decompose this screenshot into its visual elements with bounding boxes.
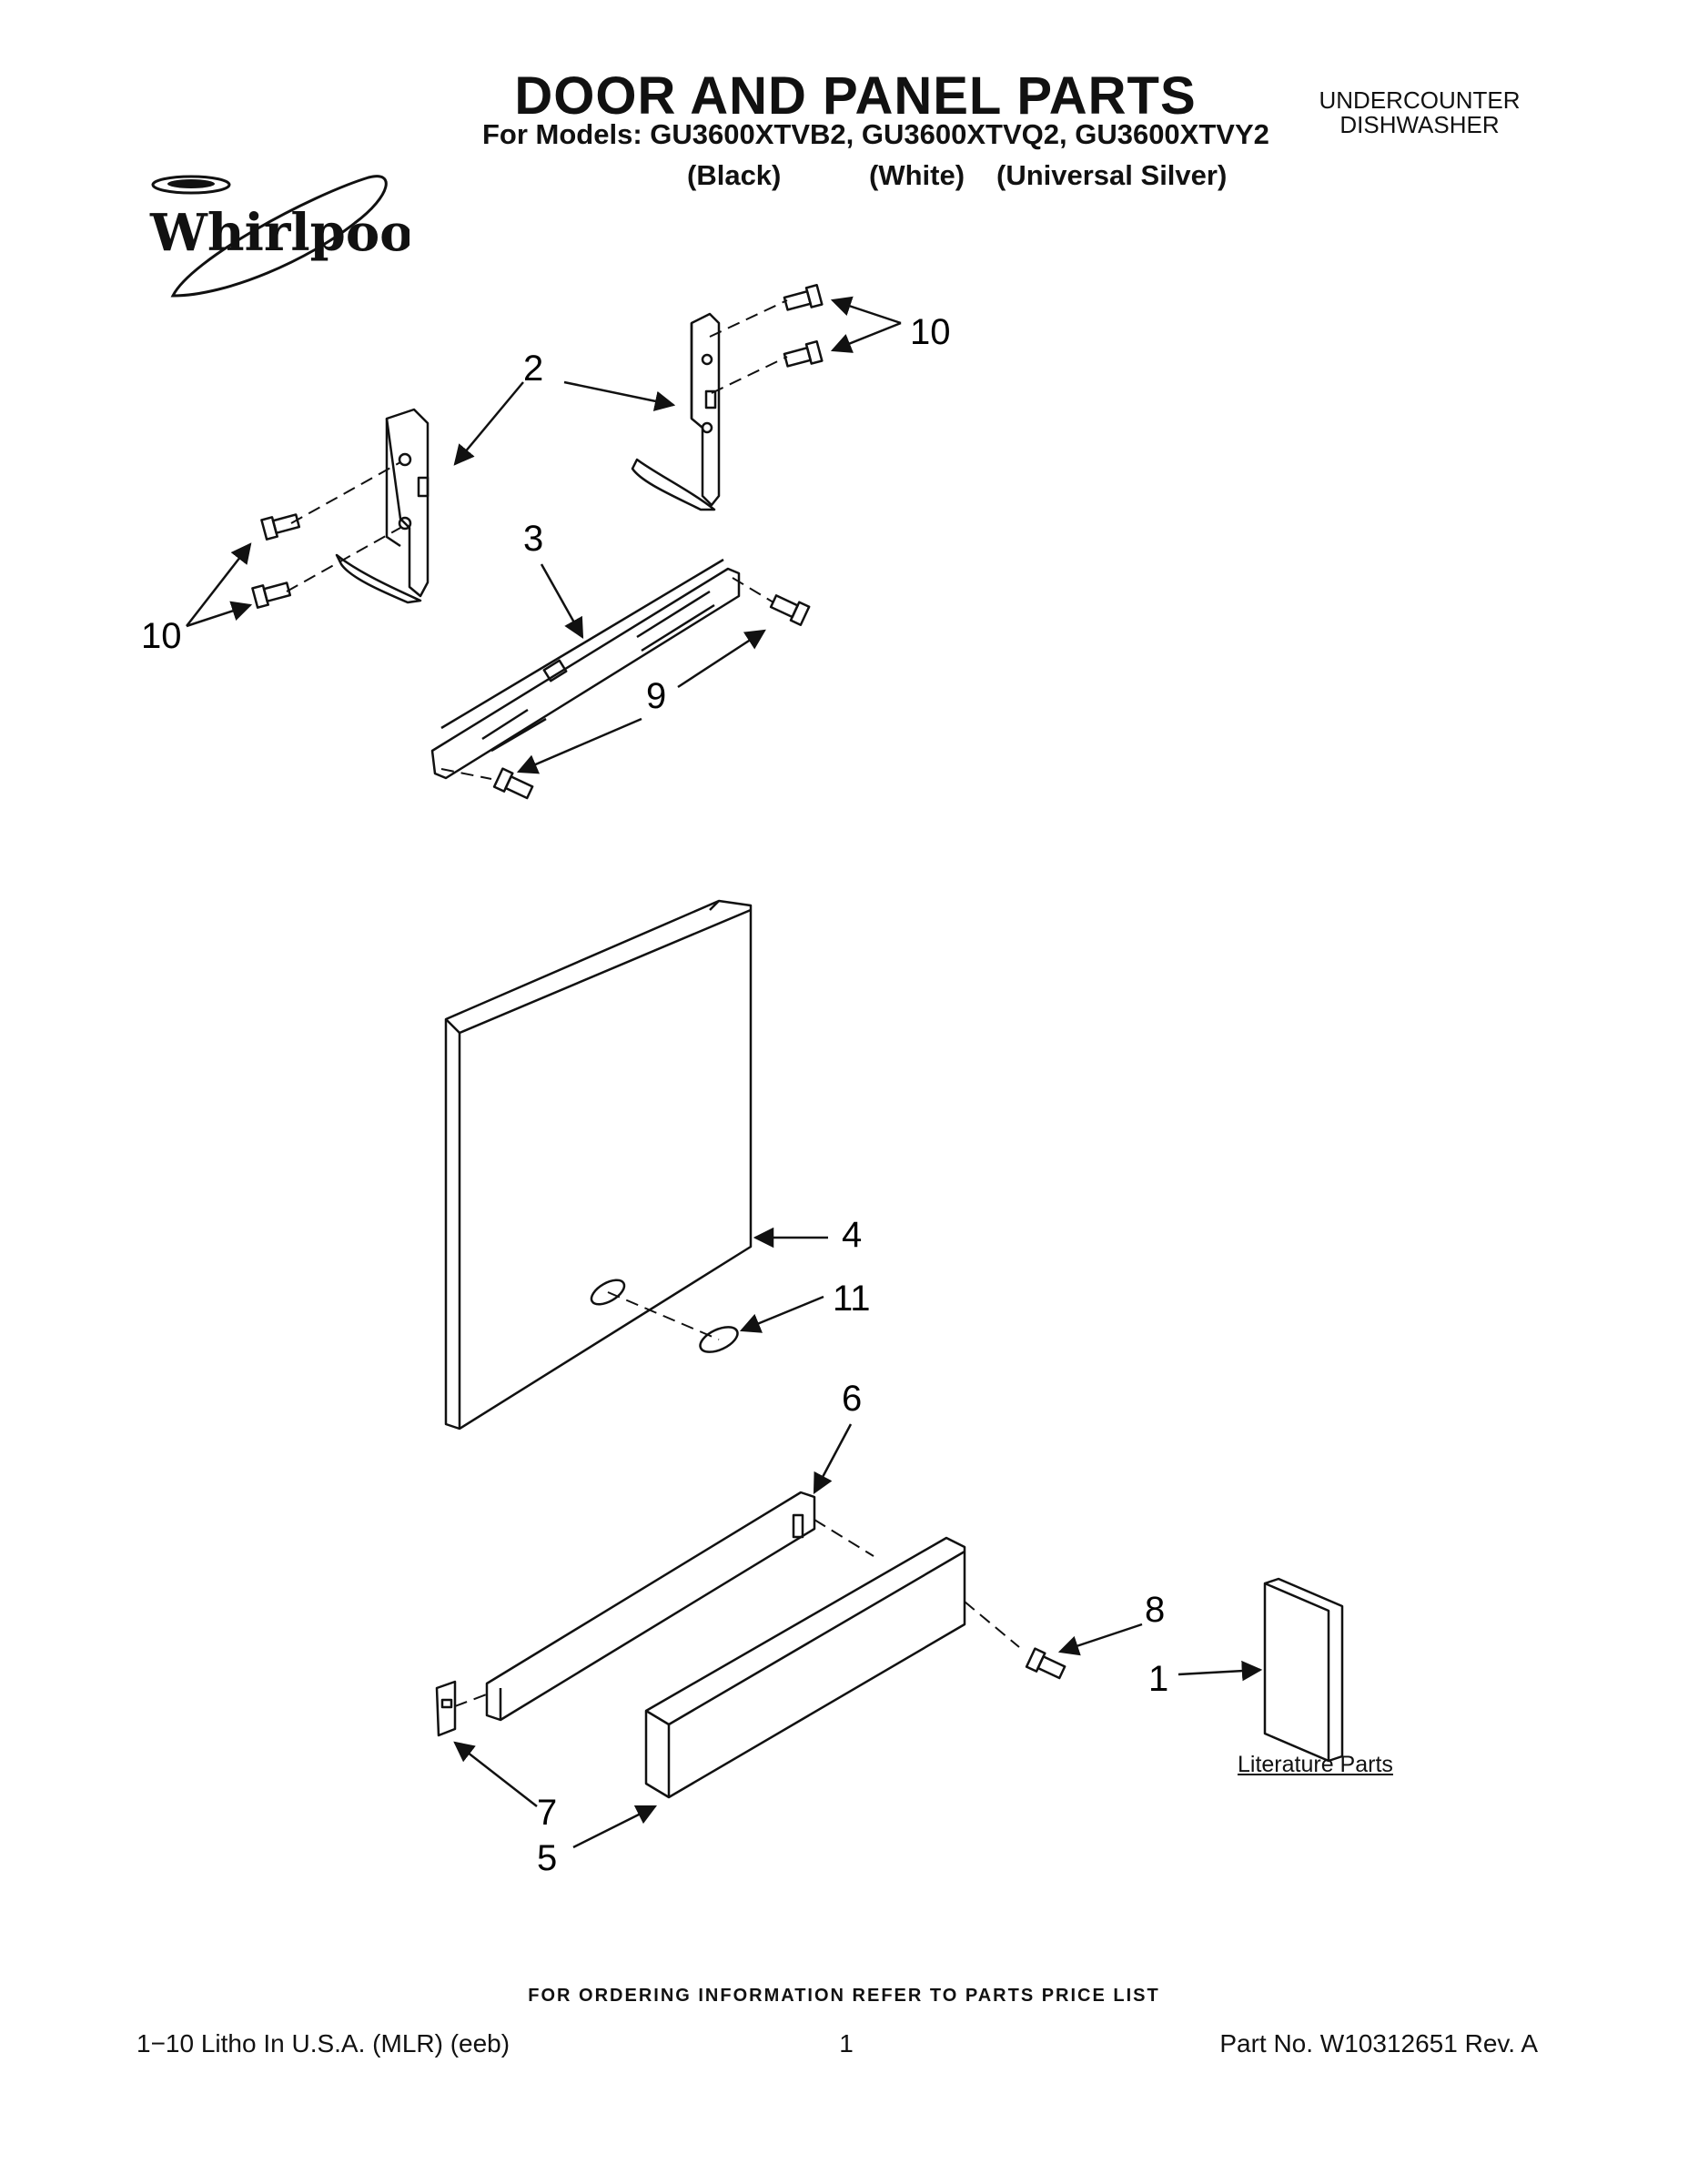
callout-5: 5 [537,1838,557,1878]
callout-11: 11 [833,1279,871,1319]
models-line: For Models: GU3600XTVB2, GU3600XTVQ2, GU… [482,118,1269,150]
callout-10-top: 10 [910,312,951,352]
literature-booklet [1263,1577,1344,1763]
screw-group [251,283,1066,1680]
upper-toe-strip [485,1491,816,1722]
page-number: 1 [839,2029,854,2058]
callout-1: 1 [1148,1659,1168,1699]
variant-black: (Black) [687,159,782,191]
callout-6: 6 [842,1379,862,1419]
svg-text:Whirlpool: Whirlpool [149,203,409,263]
callout-10-left: 10 [141,616,182,656]
footer-litho: 1−10 Litho In U.S.A. (MLR) (eeb) [136,2029,510,2058]
callout-9: 9 [646,676,666,716]
variant-white: (White) [869,159,965,191]
appliance-type-line1: UNDERCOUNTER [1319,86,1521,114]
callout-3: 3 [523,519,543,559]
page-title: DOOR AND PANEL PARTS [514,66,1197,126]
callout-7: 7 [537,1793,557,1833]
appliance-type-line2: DISHWASHER [1339,111,1500,138]
part-number: Part No. W10312651 Rev. A [1219,2029,1538,2058]
callout-2: 2 [523,349,543,389]
literature-parts-label: Literature Parts [1238,1752,1393,1777]
ordering-note: FOR ORDERING INFORMATION REFER TO PARTS … [528,1986,1160,2006]
variant-silver: (Universal Silver) [996,159,1228,191]
callout-4: 4 [842,1215,862,1255]
door-panel [444,899,753,1431]
kick-plate [644,1536,966,1799]
hinge-bracket-left [335,408,430,604]
mounting-rail [430,558,741,780]
callout-8: 8 [1145,1590,1165,1630]
hinge-bracket-right [631,312,721,511]
clip [435,1680,457,1737]
whirlpool-logo: Whirlpool [149,175,409,298]
